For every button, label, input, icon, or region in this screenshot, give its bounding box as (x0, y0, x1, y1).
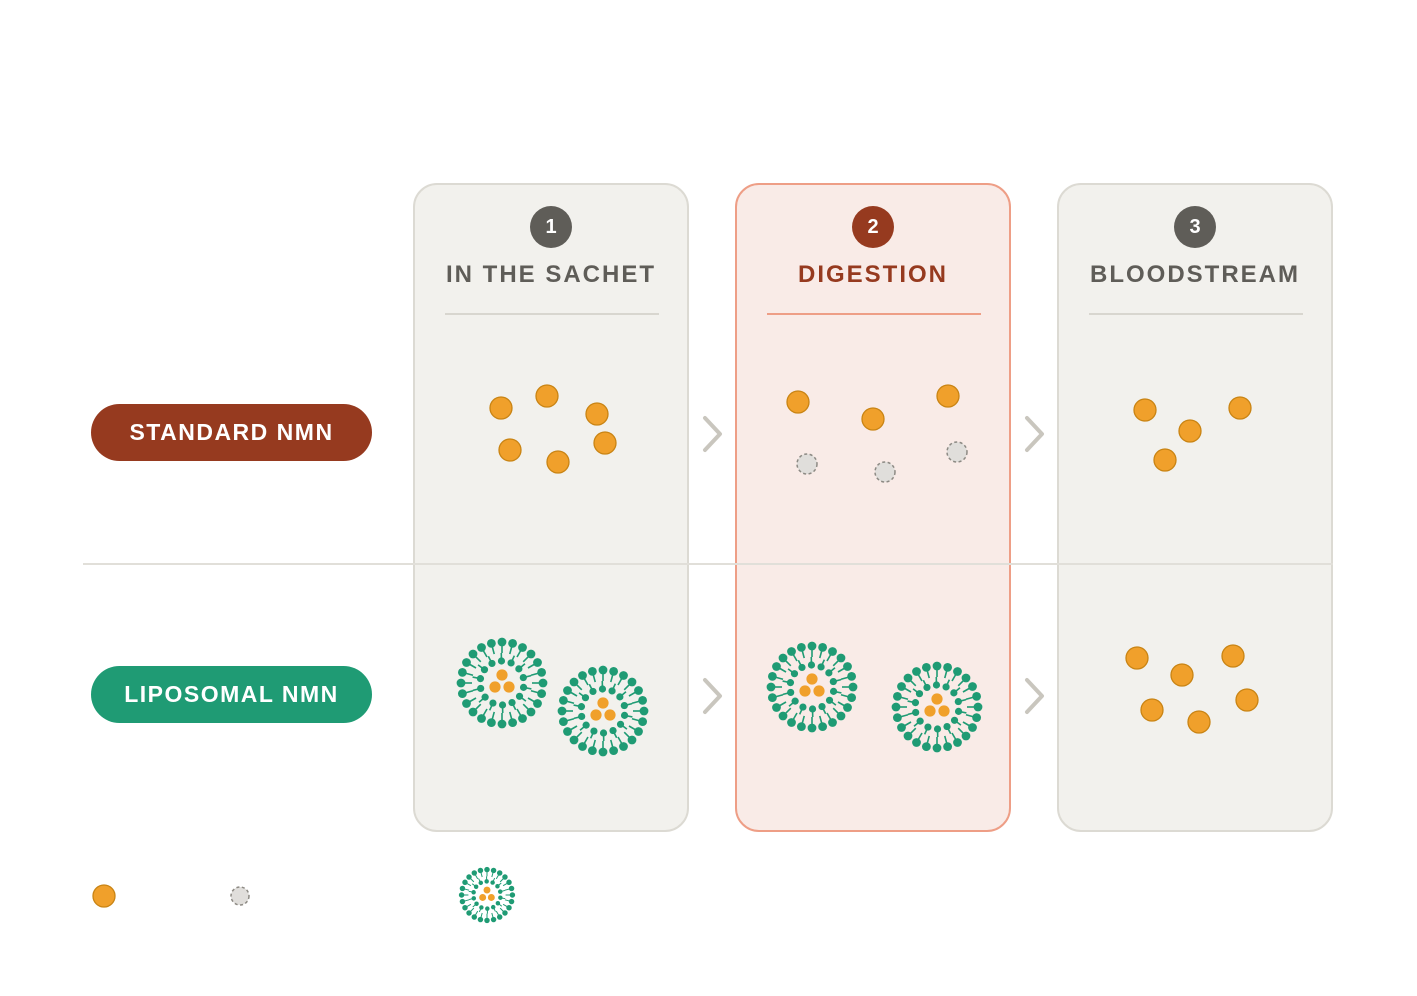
chevron-right-icon (1025, 678, 1044, 714)
nmn-molecule-icon (1221, 644, 1245, 668)
liposome-icon (458, 866, 516, 924)
nmn-molecule-icon (593, 431, 617, 455)
nmn-molecule-icon (1140, 698, 1164, 722)
liposomal-bloodstream-molecules (1125, 644, 1259, 734)
nmn-molecule-icon (1133, 398, 1157, 422)
nmn-molecule-icon (936, 384, 960, 408)
liposome-icon (557, 665, 649, 757)
row-label-liposomal-nmn: LIPOSOMAL NMN (91, 666, 372, 723)
divider (767, 313, 981, 315)
nmn-molecule-icon (489, 396, 513, 420)
liposome-icon (891, 661, 983, 753)
step-number-badge: 1 (530, 206, 572, 248)
row-label-standard-nmn: STANDARD NMN (91, 404, 372, 461)
nmn-molecule-icon (585, 402, 609, 426)
degraded-molecule-icon (946, 441, 968, 463)
nmn-molecule-icon (1187, 710, 1211, 734)
degraded-molecule-icon (230, 886, 250, 906)
degraded-molecule-icon (796, 453, 818, 475)
divider (445, 313, 659, 315)
nmn-molecule-icon (1228, 396, 1252, 420)
nmn-molecule-icon (546, 450, 570, 474)
chevron-right-icon (703, 678, 722, 714)
standard-bloodstream-molecules (1133, 396, 1252, 472)
nmn-molecule-icon (535, 384, 559, 408)
nmn-molecule-icon (498, 438, 522, 462)
nmn-molecule-icon (92, 884, 116, 908)
row-divider (83, 563, 1333, 565)
legend (92, 884, 250, 908)
step-number-badge: 3 (1174, 206, 1216, 248)
standard-digestion-molecules (786, 384, 968, 483)
step-number-badge: 2 (852, 206, 894, 248)
liposome-icon (766, 641, 858, 733)
stage-column-sachet: 1 IN THE SACHET (413, 183, 689, 832)
nmn-molecule-icon (861, 407, 885, 431)
liposome-icon (456, 637, 548, 729)
step-title: DIGESTION (797, 261, 948, 288)
nmn-molecule-icon (1235, 688, 1259, 712)
divider (1089, 313, 1303, 315)
chevron-right-icon (1025, 416, 1044, 452)
chevron-right-icon (703, 416, 722, 452)
standard-sachet-molecules (489, 384, 617, 474)
nmn-molecule-icon (1125, 646, 1149, 670)
nmn-molecule-icon (1178, 419, 1202, 443)
nmn-molecule-icon (786, 390, 810, 414)
step-title: BLOODSTREAM (1090, 261, 1300, 288)
degraded-molecule-icon (874, 461, 896, 483)
nmn-molecule-icon (1153, 448, 1177, 472)
step-title: IN THE SACHET (445, 261, 656, 288)
nmn-molecule-icon (1170, 663, 1194, 687)
